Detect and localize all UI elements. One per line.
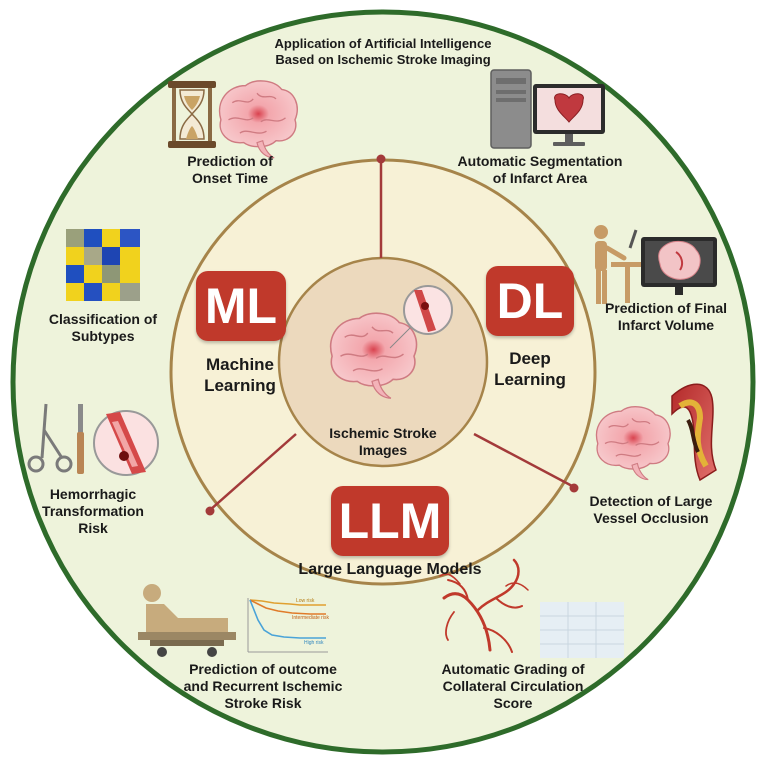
label-lvo: Detection of Large Vessel Occlusion — [566, 493, 736, 527]
label-outcome: Prediction of outcome and Recurrent Isch… — [163, 661, 363, 712]
connector-left-dot — [205, 506, 215, 516]
diagram-title-line1: Application of Artificial Intelligence — [274, 36, 492, 51]
vessel-magnifier-icon — [403, 285, 453, 335]
label-outcome-line3: Stroke Risk — [224, 695, 302, 711]
llm-label-line1: Large Language Models — [298, 561, 482, 578]
dl-badge: DL — [486, 266, 574, 336]
label-outcome-line1: Prediction of outcome — [189, 661, 337, 677]
hourglass-icon — [168, 81, 216, 148]
km-series-high-risk — [249, 599, 326, 639]
hemorrhage-vessel-icon — [93, 410, 159, 476]
occluded-vessel-icon — [671, 383, 717, 482]
center-label: Ischemic Stroke Images — [313, 425, 453, 459]
surgical-tools-icon — [27, 403, 84, 474]
km-legend-low: Low risk — [296, 598, 315, 604]
label-final-volume-line2: Infarct Volume — [617, 317, 715, 333]
label-onset-time: Prediction of Onset Time — [160, 153, 300, 187]
llm-label: Large Language Models — [260, 560, 520, 579]
collateral-grid-icon — [540, 602, 624, 658]
llm-badge: LLM — [331, 486, 449, 556]
km-series-intermediate-risk — [249, 599, 326, 615]
label-segmentation-line1: Automatic Segmentation — [457, 153, 623, 169]
km-curve-chart — [247, 598, 328, 653]
label-subtypes-line2: Subtypes — [71, 328, 135, 344]
label-outcome-line2: and Recurrent Ischemic — [183, 678, 343, 694]
km-series-low-risk — [249, 599, 326, 606]
label-hemorrhagic-line2: Transformation — [42, 503, 144, 519]
center-label-line1: Ischemic Stroke — [329, 425, 437, 441]
label-segmentation-line2: of Infarct Area — [492, 170, 588, 186]
km-legend-intermediate: Intermediate risk — [292, 615, 329, 621]
label-collateral-line3: Score — [493, 695, 533, 711]
label-hemorrhagic: Hemorrhagic Transformation Risk — [18, 486, 168, 537]
connector-right — [473, 432, 575, 489]
label-subtypes: Classification of Subtypes — [28, 311, 178, 345]
researcher-workstation-icon — [594, 225, 717, 304]
collateral-vessel-icon — [439, 558, 529, 653]
dl-label-line2: Learning — [494, 370, 566, 389]
label-segmentation: Automatic Segmentation of Infarct Area — [440, 153, 640, 187]
ml-label-line1: Machine — [205, 355, 275, 374]
ml-label: Machine Learning — [180, 354, 300, 396]
center-label-line2: Images — [358, 442, 408, 458]
label-lvo-line1: Detection of Large — [589, 493, 713, 509]
label-onset-time-line2: Onset Time — [192, 170, 268, 186]
diagram-title-line2: Based on Ischemic Stroke Imaging — [275, 52, 491, 67]
ml-label-line2: Learning — [204, 376, 276, 395]
computer-icon — [490, 69, 605, 149]
label-hemorrhagic-line3: Risk — [78, 520, 108, 536]
dl-label: Deep Learning — [470, 348, 590, 390]
label-subtypes-line1: Classification of — [48, 311, 158, 327]
diagram-title: Application of Artificial Intelligence B… — [223, 36, 543, 68]
label-onset-time-line1: Prediction of — [187, 153, 273, 169]
subtype-heatmap-icon — [66, 229, 140, 301]
ml-badge: ML — [196, 271, 286, 341]
label-collateral-line2: Collateral Circulation — [442, 678, 584, 694]
connector-right-dot — [569, 483, 579, 493]
label-collateral: Automatic Grading of Collateral Circulat… — [418, 661, 608, 712]
label-hemorrhagic-line1: Hemorrhagic — [49, 486, 137, 502]
connectors — [205, 154, 579, 516]
connector-left — [209, 433, 297, 511]
label-final-volume: Prediction of Final Infarct Volume — [583, 300, 749, 334]
patient-bed-icon — [138, 584, 236, 657]
km-legend-high: High risk — [304, 640, 324, 646]
dl-label-line1: Deep — [509, 349, 551, 368]
connector-top-dot — [376, 154, 386, 164]
label-lvo-line2: Vessel Occlusion — [593, 510, 709, 526]
label-collateral-line1: Automatic Grading of — [441, 661, 585, 677]
label-final-volume-line1: Prediction of Final — [604, 300, 728, 316]
